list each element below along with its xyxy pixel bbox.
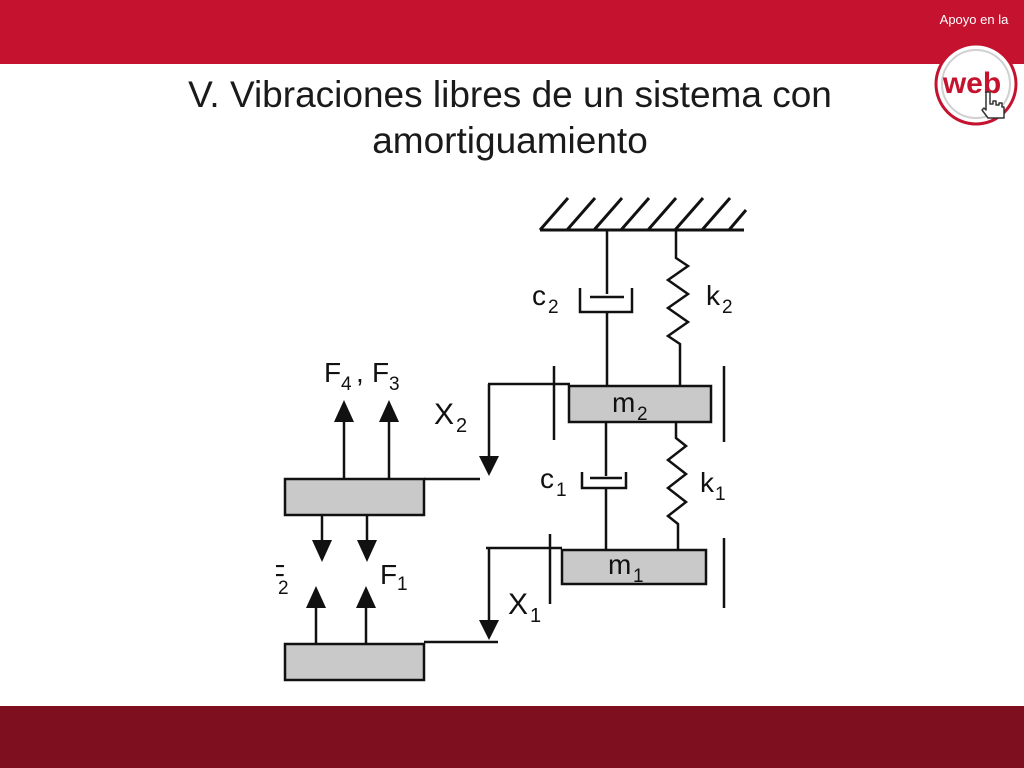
apoyo-web-logo[interactable]: Apoyo en la web (926, 10, 1024, 140)
svg-text:k: k (700, 467, 715, 498)
svg-text:2: 2 (548, 297, 559, 318)
svg-text:F: F (372, 357, 389, 388)
svg-text:3: 3 (389, 374, 400, 395)
svg-text:k: k (706, 280, 721, 311)
slide-title: V. Vibraciones libres de un sistema con … (100, 72, 920, 164)
arrow-f3 (379, 400, 399, 479)
svg-text:2: 2 (278, 578, 289, 599)
free-body-upper-block (283, 477, 426, 517)
label-x2: X 2 (434, 398, 467, 437)
slide-title-line-1: V. Vibraciones libres de un sistema con (188, 74, 832, 115)
arrow-f4 (334, 400, 354, 479)
svg-text:2: 2 (722, 297, 733, 318)
label-f4-f3: F 4 , F 3 (324, 357, 400, 395)
svg-text:X: X (508, 588, 528, 621)
svg-text:1: 1 (530, 605, 541, 627)
label-c1: c 1 (540, 463, 567, 501)
logo-word: web (942, 67, 1001, 100)
svg-text:m: m (608, 549, 631, 580)
svg-text:F: F (324, 357, 341, 388)
diagram-background (276, 180, 748, 684)
svg-text:m: m (612, 387, 635, 418)
damper-c1 (580, 422, 628, 550)
mass-m1 (560, 548, 708, 586)
label-x1: X 1 (508, 588, 541, 627)
arrow-x1 (479, 548, 499, 640)
top-bar (0, 0, 1024, 64)
svg-text:c: c (532, 280, 546, 311)
svg-text:1: 1 (715, 484, 726, 505)
slide-title-line-2: amortiguamiento (372, 120, 648, 161)
arrow-x2 (479, 384, 499, 476)
svg-text:,: , (356, 357, 364, 388)
arrow-f2-down (312, 515, 332, 562)
free-body-lower-block (283, 642, 426, 682)
svg-text:2: 2 (637, 404, 648, 425)
svg-text:1: 1 (397, 574, 408, 595)
label-f1: F 1 (380, 559, 408, 595)
spring-k2 (665, 230, 691, 386)
svg-text:4: 4 (341, 374, 352, 395)
label-m1: m 1 (608, 549, 644, 587)
svg-text:1: 1 (633, 566, 644, 587)
bottom-bar (0, 706, 1024, 768)
label-k2: k 2 (706, 280, 733, 318)
svg-text:F: F (380, 559, 397, 590)
logo-graphic: web (934, 42, 1018, 126)
vibration-system-diagram: c 2 k 2 m 2 c 1 k 1 m 1 X 2 X 1 F 4 , F … (276, 180, 748, 684)
arrow-f1-up (356, 586, 376, 644)
svg-text:2: 2 (456, 415, 467, 437)
arrow-f1-down (357, 515, 377, 562)
svg-text:X: X (434, 398, 454, 431)
label-c2: c 2 (532, 280, 559, 318)
label-k1: k 1 (700, 467, 726, 505)
logo-caption: Apoyo en la (939, 12, 1009, 27)
hand-cursor-icon (981, 91, 1005, 119)
label-f2: F 2 (276, 559, 289, 599)
svg-text:F: F (276, 559, 285, 590)
arrow-f2-up (306, 586, 326, 644)
mass-m2 (567, 384, 713, 424)
fixed-ground (538, 197, 748, 232)
svg-text:c: c (540, 463, 554, 494)
spring-k1 (665, 422, 689, 550)
svg-text:1: 1 (556, 480, 567, 501)
damper-c2 (578, 230, 634, 386)
label-m2: m 2 (612, 387, 648, 425)
